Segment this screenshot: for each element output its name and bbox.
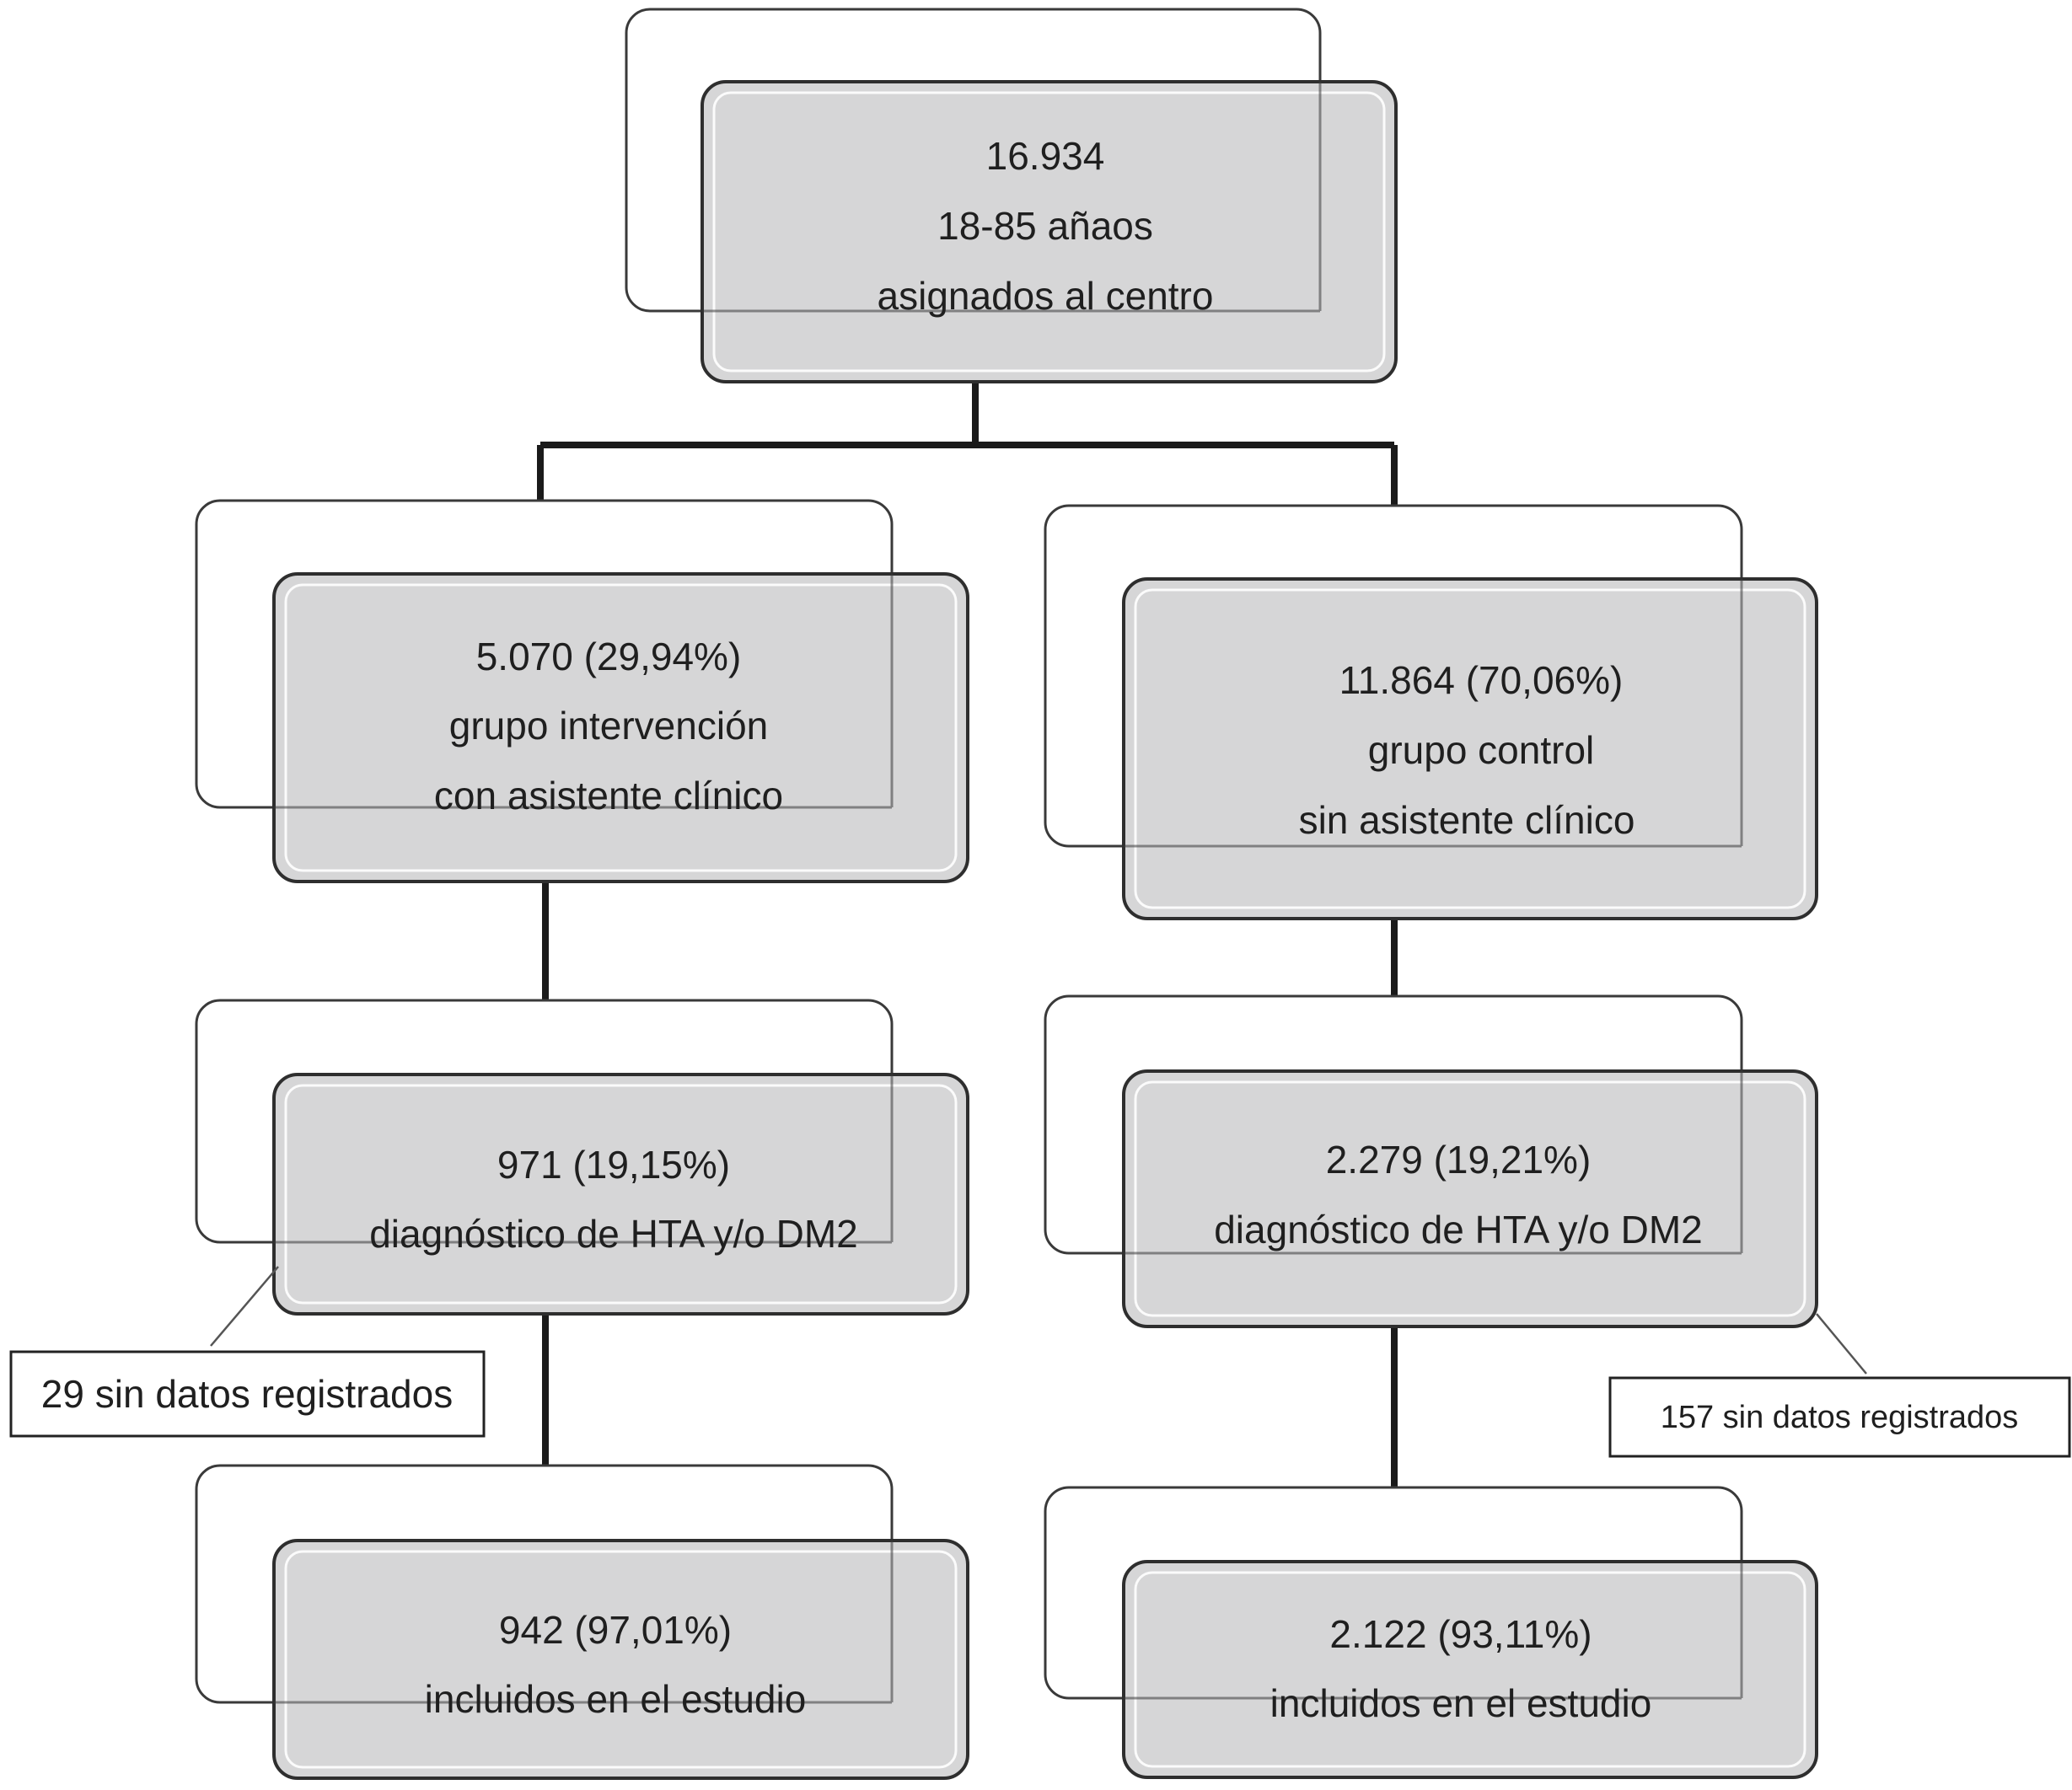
note-intervention-pointer: [210, 1266, 279, 1347]
node-intervention-gloss: [284, 583, 958, 872]
node-root-overlap-outline: [702, 82, 1322, 313]
node-intervention-included-box: [272, 1539, 969, 1780]
node-intervention-included-gloss: [284, 1550, 958, 1769]
node-intervention-dx-overlap-outline: [274, 1075, 894, 1244]
node-intervention-dx-box: [272, 1073, 969, 1316]
note-control-text: 157 sin datos registrados: [1661, 1400, 2019, 1435]
node-root: 16.934 18-85 añaos asignados al centro: [625, 8, 1398, 383]
node-intervention-dx: 971 (19,15%) diagnóstico de HTA y/o DM2: [195, 999, 969, 1316]
node-control-line-1: 11.864 (70,06%): [1339, 658, 1624, 702]
node-intervention-included-line-1: 942 (97,01%): [499, 1608, 732, 1652]
node-control-overlap-outline: [1124, 579, 1743, 848]
note-control-pointer: [1816, 1313, 1867, 1375]
note-intervention-missing: 29 sin datos registrados: [9, 1266, 486, 1438]
node-control-line-2: grupo control: [1368, 728, 1595, 772]
node-intervention-line-3: con asistente clínico: [434, 774, 783, 817]
node-root-line-1: 16.934: [986, 134, 1105, 178]
node-control: 11.864 (70,06%) grupo control sin asiste…: [1044, 504, 1818, 920]
note-control-missing: 157 sin datos registrados: [1608, 1313, 2071, 1458]
node-root-line-2: 18-85 añaos: [937, 204, 1153, 248]
node-control-dx: 2.279 (19,21%) diagnóstico de HTA y/o DM…: [1044, 994, 1818, 1328]
node-intervention-dx-line-2: diagnóstico de HTA y/o DM2: [369, 1212, 858, 1256]
node-intervention-dx-line-1: 971 (19,15%): [497, 1143, 730, 1187]
node-control-dx-gloss: [1134, 1080, 1806, 1317]
node-root-line-3: asignados al centro: [878, 274, 1214, 318]
node-intervention-box: [272, 572, 969, 883]
node-control-included-line-1: 2.122 (93,11%): [1329, 1612, 1592, 1656]
node-control-included-gloss: [1134, 1571, 1806, 1768]
note-intervention-box: [9, 1350, 486, 1438]
node-intervention-line-2: grupo intervención: [449, 704, 768, 748]
node-control-included: 2.122 (93,11%) incluidos en el estudio: [1044, 1486, 1818, 1779]
node-intervention-included-overlap-outline: [274, 1541, 894, 1704]
node-intervention: 5.070 (29,94%) grupo intervención con as…: [195, 499, 969, 883]
node-intervention-line-1: 5.070 (29,94%): [476, 635, 742, 678]
note-intervention-text: 29 sin datos registrados: [41, 1372, 453, 1416]
node-control-gloss: [1134, 588, 1806, 909]
note-control-box: [1608, 1376, 2071, 1458]
node-control-included-overlap-outline: [1124, 1562, 1743, 1700]
node-intervention-overlap-outline: [274, 574, 894, 809]
node-control-included-line-2: incluidos en el estudio: [1270, 1681, 1652, 1725]
connectors: [537, 381, 1398, 1487]
node-control-dx-overlap-outline: [1124, 1071, 1743, 1255]
node-intervention-dx-gloss: [284, 1084, 958, 1305]
node-control-box: [1122, 577, 1818, 920]
node-control-dx-line-1: 2.279 (19,21%): [1326, 1138, 1592, 1182]
node-control-line-3: sin asistente clínico: [1299, 798, 1635, 842]
node-root-box: [701, 80, 1398, 383]
node-root-gloss: [712, 91, 1386, 372]
node-control-dx-line-2: diagnóstico de HTA y/o DM2: [1214, 1208, 1703, 1251]
node-control-included-box: [1122, 1560, 1818, 1779]
node-control-dx-box: [1122, 1069, 1818, 1328]
node-intervention-included: 942 (97,01%) incluidos en el estudio: [195, 1464, 969, 1780]
node-intervention-included-line-2: incluidos en el estudio: [425, 1677, 807, 1721]
